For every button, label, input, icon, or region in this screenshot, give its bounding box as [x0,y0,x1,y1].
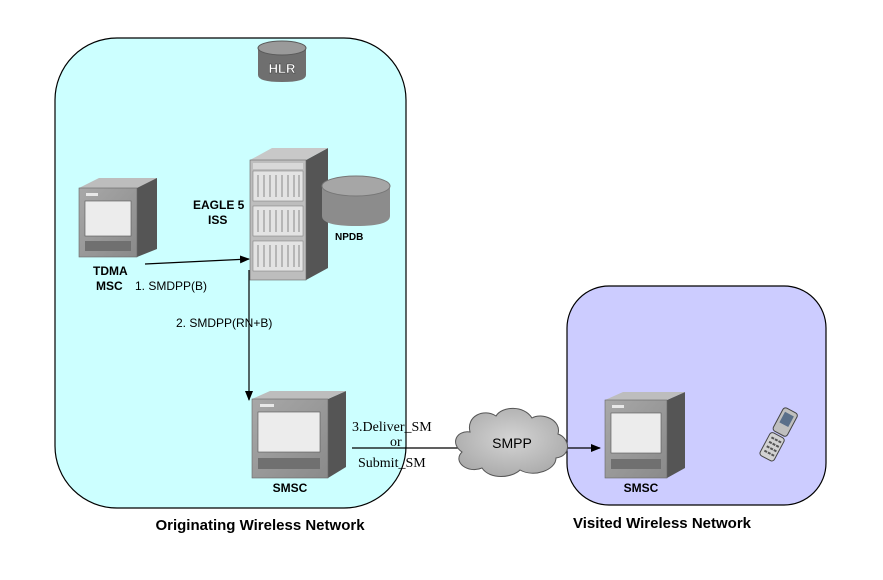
step1-label: 1. SMDPP(B) [135,279,207,293]
smsc-origin-icon [251,391,346,479]
step2-label: 2. SMDPP(RN+B) [176,316,272,330]
tdma-label-line1: TDMA [93,264,128,278]
smsc-visited-icon [604,392,685,479]
npdb-icon [321,175,391,226]
step1-arrow [144,255,250,265]
smpp-cloud-icon: SMPP [455,407,568,477]
step3-label-line1: 3.Deliver_SM [352,420,432,435]
smsc-visited-label: SMSC [624,481,659,495]
eagle-label-line2: ISS [208,213,227,227]
tdma-label-line2: MSC [96,279,123,293]
npdb-label: NPDB [335,232,363,243]
eagle-rack-icon [249,148,328,281]
step3-label-line2: or [390,435,402,450]
eagle-label-line1: EAGLE 5 [193,198,245,212]
hlr-icon: HLR [257,40,307,82]
hlr-label: HLR [269,61,296,76]
smsc-origin-label: SMSC [273,481,308,495]
smpp-label: SMPP [492,435,532,451]
step3-label-line3: Submit_SM [358,456,426,471]
mobile-phone-icon [759,407,798,462]
tdma-msc-icon [78,178,157,258]
originating-network-label: Originating Wireless Network [155,517,365,534]
visited-network-label: Visited Wireless Network [573,515,752,532]
